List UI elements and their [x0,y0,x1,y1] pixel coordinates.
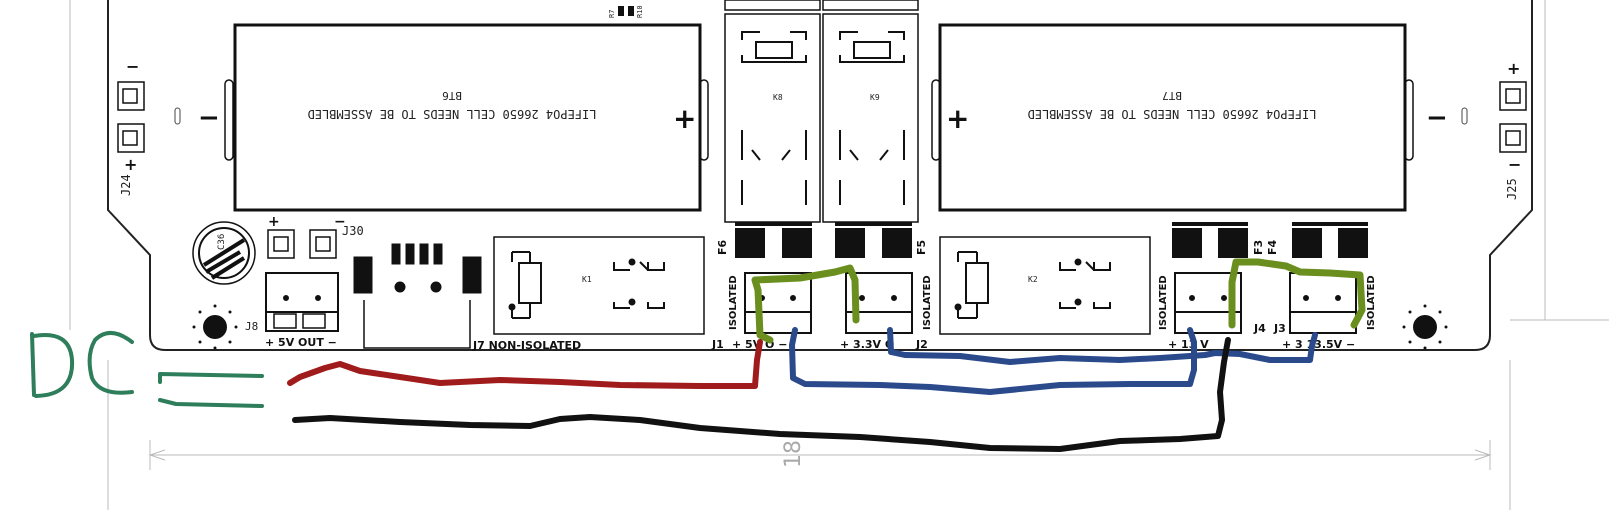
relay-k1-ref: K1 [582,275,592,284]
fuse-f4: F4 [1266,222,1368,258]
relay-k1: K1 [493,236,705,335]
board-outline [107,0,1533,351]
j3-label: J3 [1273,322,1286,335]
battery-bt6: − + LIFEPO4 26650 CELL NEEDS TO BE ASSEM… [198,23,709,212]
connector-j25: + − J25 [1499,59,1527,200]
mounting-hole-right [1402,304,1448,350]
fuse-f3: F3 [1172,222,1265,258]
relay-k8-ref: K8 [773,93,783,102]
wire-series-link-left [751,264,860,344]
battery-bt7-minus: − [1426,103,1448,133]
relay-k9: K9 [822,0,919,223]
fuse-f6-label: F6 [716,239,729,255]
battery-bt6-plus: + [673,102,696,135]
wire-return-1 [789,327,1197,395]
battery-bt6-text: LIFEPO4 26650 CELL NEEDS TO BE ASSEMBLED [308,107,597,121]
relay-k2: K2 [939,236,1151,335]
battery-bt6-minus: − [198,103,220,133]
connector-j8: J8 + 5V OUT − [245,272,339,349]
connector-j7: J7 NON-ISOLATED [353,243,581,352]
fuse-f5: F5 [835,222,928,258]
j2-output-label: + 3.3V O [840,338,894,351]
wire-positive [287,339,763,389]
j8-output-label: + 5V OUT − [265,336,337,349]
relay-k9-ref: K9 [870,93,880,102]
j30-plus: + [268,214,280,230]
capacitor-c36-label: C36 [217,234,227,250]
battery-bt6-ref: BT6 [442,89,462,102]
r7-label: R7 [608,10,616,18]
battery-bt7-plus: + [946,102,969,135]
r10-label: R10 [636,5,644,18]
fuse-f6: F6 [716,222,812,258]
j8-label: J8 [245,320,258,333]
j24-minus: − [126,57,139,76]
j2-isolated-label: ISOLATED [922,275,933,330]
j1-isolated-label: ISOLATED [728,275,739,330]
fuse-f5-label: F5 [915,240,928,255]
j30-minus: − [334,214,346,230]
j3-isolated-label: ISOLATED [1366,275,1377,330]
j25-label: J25 [1505,178,1519,200]
j7-output-label: J7 NON-ISOLATED [472,339,581,352]
battery-bt7-ref: BT7 [1162,89,1182,102]
wire-series-link-right [1228,258,1366,329]
j25-minus: − [1508,155,1521,174]
j24-label: J24 [119,174,133,196]
j4-label: J4 [1253,322,1266,335]
j30-label: J30 [342,224,364,238]
resistors-r7-r10: R7 R10 [608,5,644,18]
connector-j3: ISOLATED J3 + 3 13.5V − [1273,272,1377,351]
j1-label: J1 [711,338,724,351]
mounting-hole-left [192,304,238,350]
dc-source-symbol [30,331,264,408]
dc-source-label: DC [0,0,2,1]
j24-plus: + [124,155,137,174]
battery-bt7: + − LIFEPO4 26650 CELL NEEDS TO BE ASSEM… [931,23,1448,212]
j25-plus: + [1507,59,1520,78]
connector-j24: − + J24 [117,57,145,196]
connector-j30: + − J30 [267,214,364,259]
j4-isolated-label: ISOLATED [1158,275,1169,330]
j4-output-label: + 13 V [1168,338,1209,351]
dimension-lines [69,0,1609,510]
dimension-label: 18 [781,440,806,468]
fuse-f4-label: F4 [1266,239,1279,255]
capacitor-c36: C36 [192,221,256,285]
wire-return-2 [887,327,1318,365]
wire-negative [292,337,1231,452]
j3-output-label: + 3 13.5V − [1282,338,1355,351]
battery-bt7-text: LIFEPO4 26650 CELL NEEDS TO BE ASSEMBLED [1028,107,1317,121]
j2-label: J2 [915,338,928,351]
relay-k2-ref: K2 [1028,275,1038,284]
wiring-overlay [287,258,1366,452]
connector-j2: ISOLATED + 3.3V O J2 [840,272,933,351]
fuse-f3-label: F3 [1252,240,1265,255]
connector-j4: ISOLATED + 13 V J4 [1158,272,1266,351]
relay-k8: K8 [724,0,821,223]
